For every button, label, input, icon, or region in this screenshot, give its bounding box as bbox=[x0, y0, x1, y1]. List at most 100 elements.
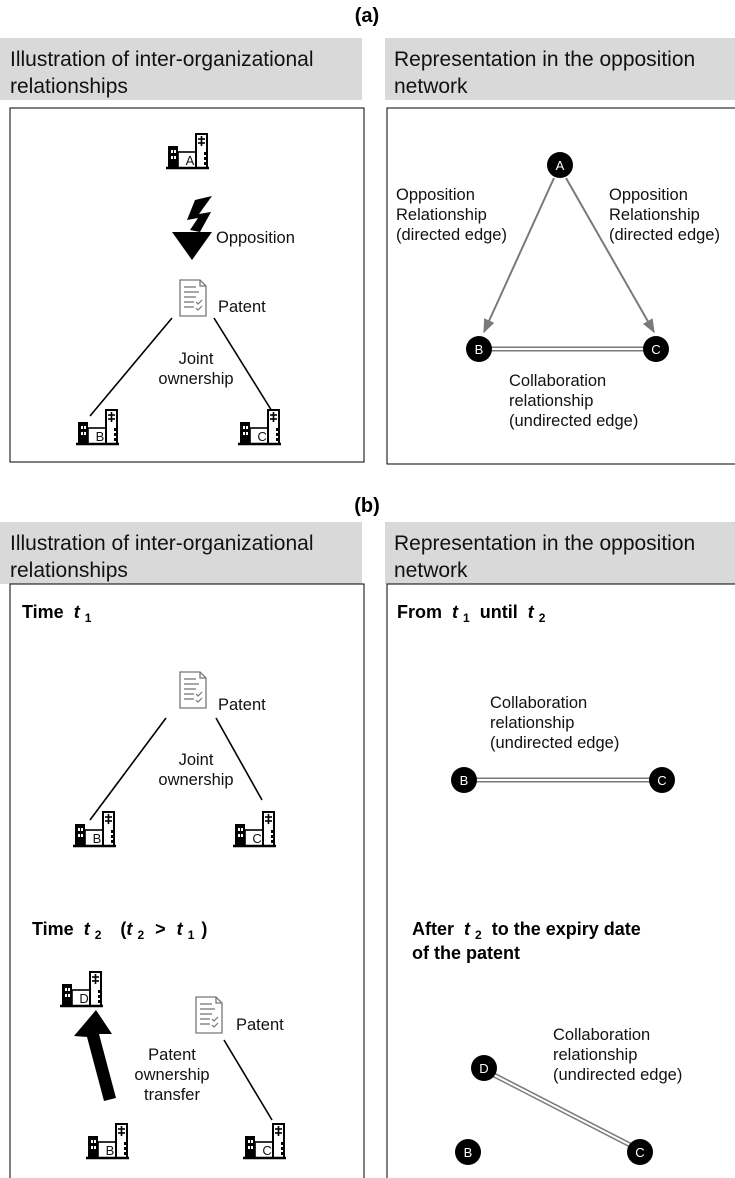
panel-a-left-header-bg bbox=[0, 38, 362, 100]
panel-b-left-box bbox=[9, 583, 365, 1178]
building-c-t2-icon: C bbox=[241, 1122, 288, 1160]
joint-t1-line2: ownership bbox=[158, 771, 233, 789]
panel-b-label: (b) bbox=[354, 495, 380, 517]
collab2-line1: Collaboration bbox=[553, 1026, 650, 1044]
panel-b-left-header-line1: Illustration of inter-organizational bbox=[10, 532, 314, 555]
node-c-t1: C bbox=[649, 767, 675, 793]
panel-a-right-header-line1: Representation in the opposition bbox=[394, 48, 695, 71]
ownership-line-b-t1 bbox=[89, 717, 167, 821]
svg-text:C: C bbox=[657, 773, 666, 788]
org-c-t1-label: C bbox=[252, 831, 261, 846]
node-c-t2: C bbox=[627, 1139, 653, 1165]
opposition-edge-ac bbox=[565, 177, 655, 334]
collab-line1: Collaboration bbox=[509, 372, 606, 390]
org-a-label: A bbox=[186, 153, 195, 168]
building-b-icon: B bbox=[74, 408, 121, 446]
opp-rel-right-line2: Relationship bbox=[609, 206, 700, 224]
after-heading-line1: After t 2 to the expiry date bbox=[412, 919, 641, 943]
svg-text:C: C bbox=[635, 1145, 644, 1160]
panel-b-right-header-line1: Representation in the opposition bbox=[394, 532, 695, 555]
node-c-label: C bbox=[651, 342, 660, 357]
transfer-arrow-icon bbox=[74, 1010, 116, 1101]
panel-a-right-header-line2: network bbox=[394, 75, 468, 98]
building-b-t1-icon: B bbox=[71, 810, 118, 848]
svg-text:B: B bbox=[460, 773, 469, 788]
panel-a-left: Illustration of inter-organizational rel… bbox=[0, 38, 365, 463]
time1-word: Time bbox=[22, 602, 64, 622]
collab1-line1: Collaboration bbox=[490, 694, 587, 712]
opposition-label: Opposition bbox=[216, 229, 295, 247]
joint-label-line2: ownership bbox=[158, 370, 233, 388]
panel-a-left-header-line2: relationships bbox=[10, 75, 128, 98]
collab-line2: relationship bbox=[509, 392, 593, 410]
time1-sub: 1 bbox=[85, 611, 92, 625]
ownership-line-c-t2 bbox=[223, 1039, 273, 1121]
org-d-label: D bbox=[79, 991, 88, 1006]
building-c-icon: C bbox=[236, 408, 283, 446]
opp-rel-left-line3: (directed edge) bbox=[396, 226, 507, 244]
org-c-t2-label: C bbox=[262, 1143, 271, 1158]
building-d-icon: D bbox=[58, 970, 105, 1008]
panel-a-label: (a) bbox=[355, 5, 379, 27]
org-c-label: C bbox=[257, 429, 266, 444]
panel-b-right-header-bg bbox=[385, 522, 735, 584]
opp-rel-right-line1: Opposition bbox=[609, 186, 688, 204]
building-a-icon: A bbox=[164, 132, 211, 170]
from-heading: From t 1 until t 2 bbox=[397, 602, 546, 626]
time2-cond-sub-a: 2 bbox=[137, 928, 144, 942]
panel-a-right-header-bg bbox=[385, 38, 735, 100]
building-c-t1-icon: C bbox=[231, 810, 278, 848]
joint-t1-line1: Joint bbox=[179, 751, 214, 769]
time2-heading: Time t 2 (t 2 > t 1 ) bbox=[32, 919, 207, 943]
transfer-line3: transfer bbox=[144, 1086, 200, 1104]
node-b-label: B bbox=[475, 342, 484, 357]
transfer-line2: ownership bbox=[134, 1066, 209, 1084]
time2-cond-sub-b: 1 bbox=[188, 928, 195, 942]
patent-label-t2: Patent bbox=[236, 1016, 284, 1034]
after-heading-line2: of the patent bbox=[412, 943, 520, 963]
panel-a-right: Representation in the opposition network… bbox=[385, 38, 735, 465]
opp-rel-left-line1: Opposition bbox=[396, 186, 475, 204]
ownership-line-b bbox=[89, 317, 173, 417]
svg-text:D: D bbox=[479, 1061, 488, 1076]
ownership-line-c-t1 bbox=[215, 717, 263, 801]
svg-text:B: B bbox=[464, 1145, 473, 1160]
patent-icon-t1 bbox=[179, 671, 207, 709]
time1-t: t bbox=[74, 602, 81, 622]
collab-line3: (undirected edge) bbox=[509, 412, 638, 430]
panel-b-right: Representation in the opposition network… bbox=[385, 522, 735, 1178]
node-c: C bbox=[643, 336, 669, 362]
panel-a-left-header-line1: Illustration of inter-organizational bbox=[10, 48, 314, 71]
opposition-arrow-icon bbox=[172, 196, 212, 260]
node-a: A bbox=[547, 152, 573, 178]
node-a-label: A bbox=[556, 158, 565, 173]
org-b-label: B bbox=[96, 429, 105, 444]
joint-label-line1: Joint bbox=[179, 350, 214, 368]
building-b-t2-icon: B bbox=[84, 1122, 131, 1160]
panel-a-left-box bbox=[9, 107, 365, 463]
org-b-t2-label: B bbox=[106, 1143, 115, 1158]
time1-heading: Time t 1 bbox=[22, 602, 92, 625]
patent-label-t1: Patent bbox=[218, 696, 266, 714]
opp-rel-right-line3: (directed edge) bbox=[609, 226, 720, 244]
opposition-edge-ab bbox=[483, 177, 555, 334]
panel-b-right-box bbox=[386, 583, 735, 1178]
collab1-line3: (undirected edge) bbox=[490, 734, 619, 752]
transfer-line1: Patent bbox=[148, 1046, 196, 1064]
ownership-line-c bbox=[213, 317, 276, 417]
panel-b-right-header-line2: network bbox=[394, 559, 468, 582]
collab2-line2: relationship bbox=[553, 1046, 637, 1064]
panel-b-left: Illustration of inter-organizational rel… bbox=[0, 522, 365, 1178]
collab1-line2: relationship bbox=[490, 714, 574, 732]
node-d: D bbox=[471, 1055, 497, 1081]
node-b-t1: B bbox=[451, 767, 477, 793]
node-b: B bbox=[466, 336, 492, 362]
time2-word: Time bbox=[32, 919, 74, 939]
collab2-line3: (undirected edge) bbox=[553, 1066, 682, 1084]
patent-label: Patent bbox=[218, 298, 266, 316]
panel-b-left-header-bg bbox=[0, 522, 362, 584]
patent-icon bbox=[179, 279, 207, 317]
patent-icon-t2 bbox=[195, 996, 223, 1034]
opp-rel-left-line2: Relationship bbox=[396, 206, 487, 224]
